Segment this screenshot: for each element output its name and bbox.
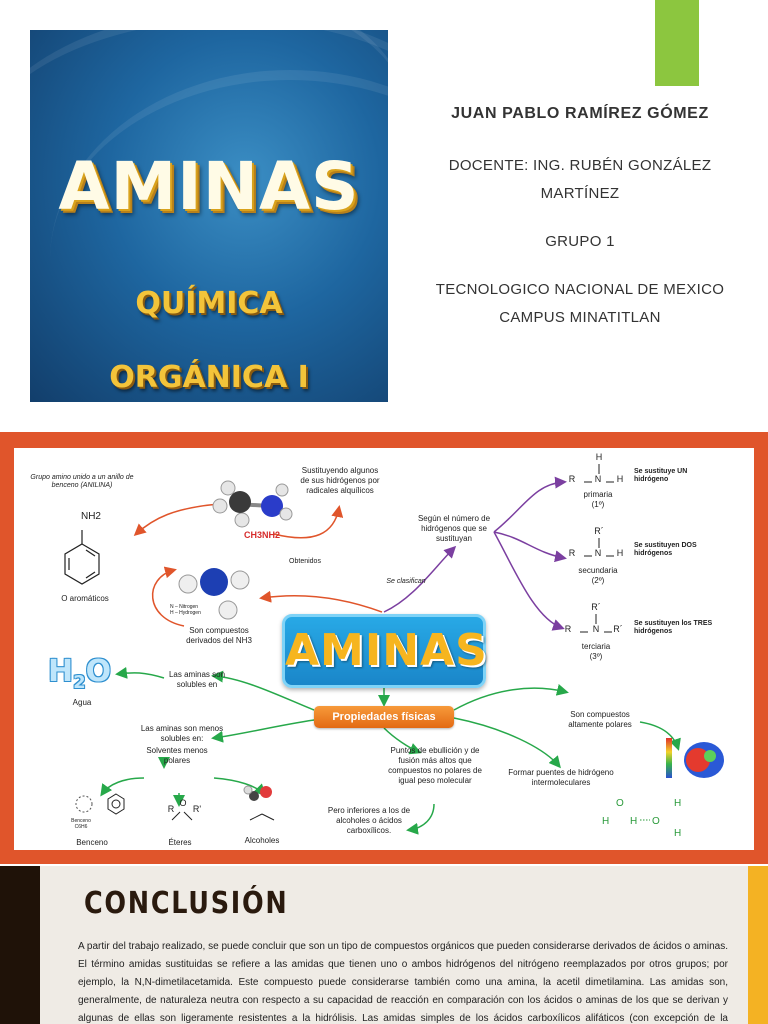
aniline-caption: Grupo amino unido a un anillo de benceno… <box>30 474 134 489</box>
arrow-secondary <box>493 531 567 563</box>
arrow-soluble <box>211 670 315 711</box>
yellow-side-band <box>748 866 768 1024</box>
secondary-desc: Se sustituyen DOS hidrógenos <box>634 542 697 557</box>
central-node: AMINAS <box>282 614 488 688</box>
secondary-name: secundaria <box>578 566 618 575</box>
arrow-tertiary <box>493 531 565 631</box>
school-name: TECNOLOGICO NACIONAL DE MEXICO CAMPUS MI… <box>435 281 725 326</box>
author-name: JUAN PABLO RAMÍREZ GÓMEZ <box>451 105 709 122</box>
tertiary-name: terciaria <box>581 642 611 651</box>
arrow-to-substituting <box>273 505 344 539</box>
water-icon: H2O <box>48 654 112 693</box>
cover-image: AMINAS QUÍMICA ORGÁNICA I <box>30 30 388 402</box>
alcohols-label: Alcoholes <box>244 836 280 845</box>
concept-map-connectors: OHH OHH <box>64 464 724 839</box>
svg-text:H: H <box>674 828 681 839</box>
methylamine-formula: CH3NH2 <box>244 530 281 540</box>
arrow-water <box>115 666 165 679</box>
arrow-primary <box>493 476 567 533</box>
arrow-lower <box>406 803 435 835</box>
arrow-less-soluble <box>211 719 315 743</box>
methylamine-model <box>212 480 293 528</box>
polar-molecule-model <box>666 738 724 778</box>
benzene-structure <box>75 793 125 815</box>
benzene-label: Benceno <box>76 838 108 847</box>
arrow-alcohols <box>213 777 267 797</box>
conclusion-text: A partir del trabajo realizado, se puede… <box>78 941 728 1024</box>
svg-text:H: H <box>630 816 637 827</box>
ethers-label: Éteres <box>168 838 192 847</box>
primary-order: (1º) <box>591 500 605 509</box>
primary-desc: Se sustituye UN hidrógeno <box>634 468 688 483</box>
arrow-boiling <box>383 727 422 755</box>
arrow-to-amine-derived <box>259 590 383 613</box>
lower-note: Pero inferiores a los de alcoholes o áci… <box>327 806 411 835</box>
central-node-title: AMINAS <box>285 625 488 676</box>
accent-bar <box>655 0 699 86</box>
svg-text:H: H <box>602 816 609 827</box>
water-label: Agua <box>72 698 92 707</box>
less-soluble-note: Las aminas son menos solubles en: <box>140 724 224 743</box>
less-polar-note: Solventes menos polares <box>146 746 208 765</box>
obtained-label: Obtenidos <box>289 558 321 565</box>
tertiary-amine-structure <box>580 614 612 633</box>
arrow-hbonds <box>453 717 561 769</box>
ether-structure <box>171 811 193 821</box>
primary-amine-structure <box>584 464 614 483</box>
secondary-order: (2º) <box>591 576 605 585</box>
cover-subtitle-line1: QUÍMICA <box>135 286 283 321</box>
polar-note: Son compuestos altamente polares <box>568 710 632 729</box>
arrow-classified <box>383 545 457 613</box>
tertiary-order: (3º) <box>589 652 603 661</box>
nh2-label: NH2 <box>80 511 101 522</box>
cover-title: AMINAS <box>58 148 360 225</box>
aniline-structure <box>64 530 100 585</box>
benzene-small-label: Benceno C6H6 <box>71 818 91 830</box>
secondary-amine-structure <box>584 538 614 557</box>
conclusion-title: CONCLUSIÓN <box>84 886 289 921</box>
title-slide: AMINAS QUÍMICA ORGÁNICA I JUAN PABLO RAM… <box>0 0 768 430</box>
arrow-to-aniline <box>133 503 220 536</box>
arrow-loop <box>151 566 185 627</box>
ammonia-model <box>178 568 250 620</box>
hbonds-note: Formar puentes de hidrógeno intermolecul… <box>508 768 614 787</box>
classified-label: Se clasifican <box>386 578 426 585</box>
arrow-benzene <box>100 777 145 797</box>
svg-text:O: O <box>616 798 624 809</box>
by-hydrogens-note: Según el número de hidrógenos que se sus… <box>417 514 491 543</box>
derived-note: Son compuestos derivados del NH3 <box>186 626 252 645</box>
nh3-legend: N – Nitrogen H – Hydrogen <box>170 604 201 616</box>
cover-subtitle-line2: ORGÁNICA I <box>109 360 309 395</box>
svg-text:O: O <box>652 816 660 827</box>
tertiary-desc: Se sustituyen los TRES hidrógenos <box>634 620 713 635</box>
conclusion-slide: CONCLUSIÓN A partir del trabajo realizad… <box>0 866 768 1024</box>
properties-node: Propiedades físicas <box>314 706 454 728</box>
soluble-note: Las aminas son solubles en <box>168 670 226 689</box>
teacher-name: DOCENTE: ING. RUBÉN GONZÁLEZ MARTÍNEZ <box>448 157 712 202</box>
dark-side-band <box>0 866 40 1024</box>
arrow-polar-molecule <box>639 721 681 751</box>
boiling-note: Puntos de ebullición y de fusión más alt… <box>388 746 482 785</box>
aromatic-label: O aromáticos <box>61 594 109 603</box>
group-label: GRUPO 1 <box>545 233 615 250</box>
substituting-note: Sustituyendo algunos de sus hidrógenos p… <box>300 466 380 495</box>
arrow-polar <box>453 683 569 711</box>
alcohol-model <box>243 785 275 821</box>
svg-text:H: H <box>674 798 681 809</box>
primary-name: primaria <box>583 490 613 499</box>
